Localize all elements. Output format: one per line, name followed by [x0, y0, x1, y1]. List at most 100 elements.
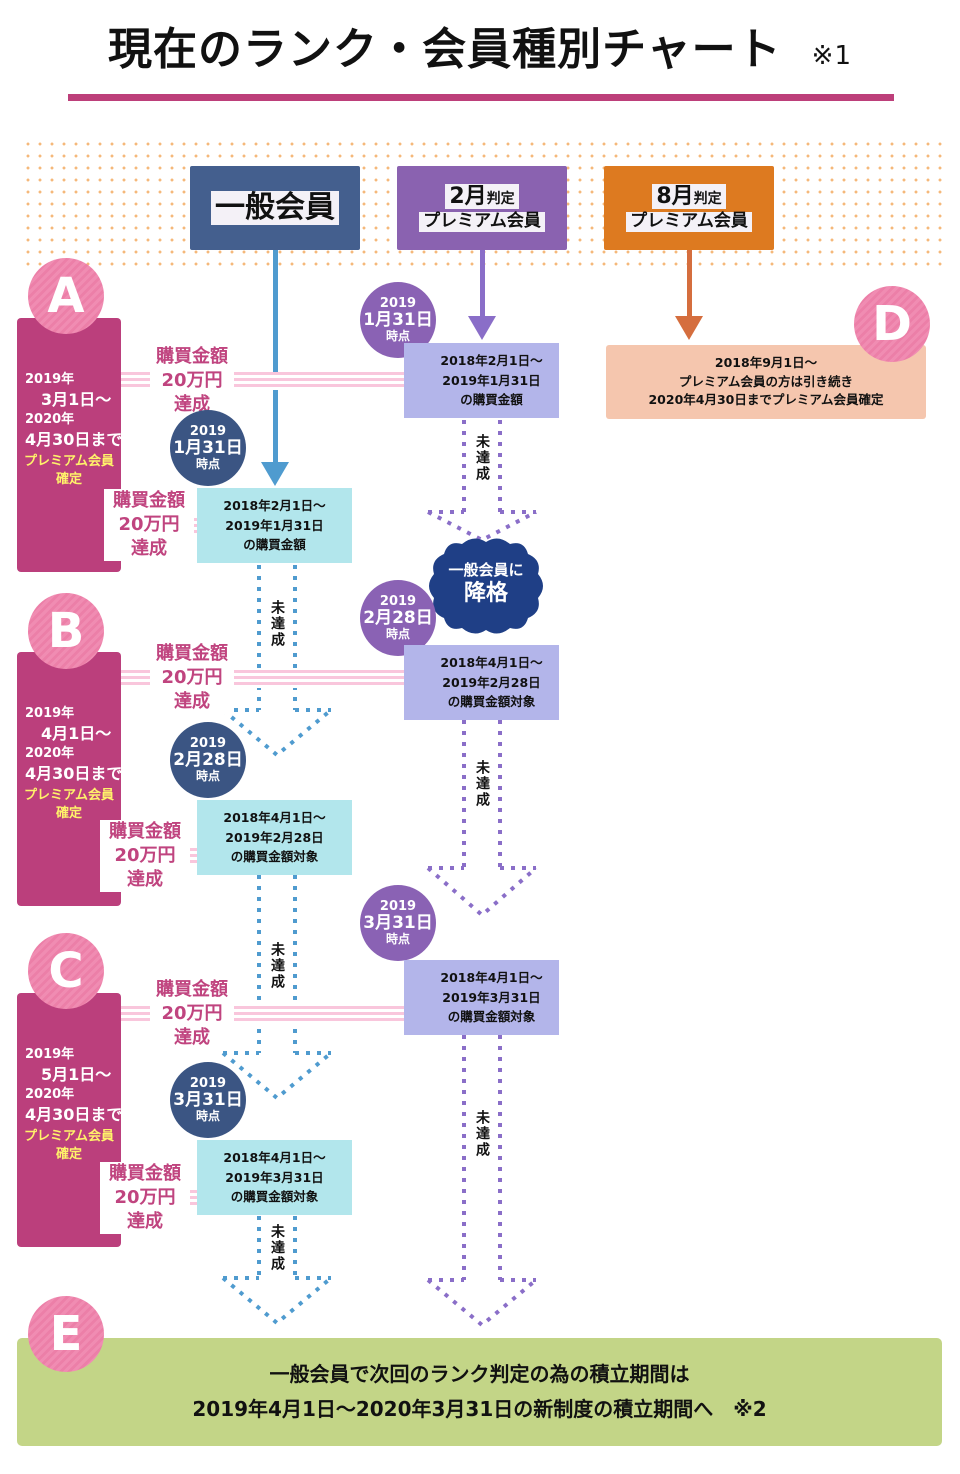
period-line: 2019年2月28日 — [442, 674, 541, 690]
not-achieved-text: 未達成 — [269, 1222, 285, 1274]
demote-badge: 一般会員に 降格 — [426, 540, 546, 630]
premium-feb-line — [480, 250, 485, 318]
section-b-status2: 確定 — [55, 806, 82, 821]
achieved-line2: 20万円 — [118, 514, 180, 535]
header-aug-premium: 8月判定 プレミアム会員 — [604, 166, 774, 250]
demote-badge-shape — [429, 538, 543, 634]
header-feb-month: 2月 — [449, 184, 487, 210]
period-line: 2019年1月31日 — [225, 517, 324, 533]
achieved-line2: 20万円 — [161, 370, 223, 391]
section-c-date2: 4月30日まで — [25, 1105, 123, 1124]
title-divider — [68, 94, 894, 101]
section-a-result-box: 2019年 3月1日～ 2020年 4月30日まで プレミアム会員 確定 — [17, 318, 122, 572]
header-feb-sub: プレミアム会員 — [419, 212, 545, 232]
title-note: ※1 — [811, 41, 852, 71]
period-line: 2019年3月31日 — [225, 1169, 324, 1185]
e-line2: 2019年4月1日～2020年3月31日の新制度の積立期間へ ※2 — [192, 1397, 767, 1421]
section-c-status1: プレミアム会員 — [23, 1129, 115, 1144]
period-line: の購買金額 — [243, 537, 306, 553]
period-line: 2019年2月28日 — [225, 829, 324, 845]
premium-aug-arrowhead-icon — [675, 316, 703, 340]
period-line: の購買金額対象 — [447, 694, 536, 710]
not-achieved-text: 未達成 — [474, 432, 490, 484]
section-b-badge: B — [28, 593, 104, 669]
section-d-badge: D — [854, 286, 930, 362]
demote-line2: 降格 — [463, 581, 508, 607]
period-line: 2019年1月31日 — [442, 372, 541, 388]
section-c-premium-period: 2018年4月1日～2019年3月31日の購買金額対象 — [404, 960, 559, 1035]
dotted-arrow-purple-3 — [426, 1035, 538, 1328]
title-text: 現在のランク・会員種別チャート — [107, 24, 782, 75]
section-d-notice: 2018年9月1日～ プレミアム会員の方は引き続き 2020年4月30日までプレ… — [606, 345, 926, 419]
achieved-line1: 購買金額 — [109, 1163, 181, 1184]
period-line: の購買金額対象 — [447, 1009, 536, 1025]
section-a-badge: A — [28, 258, 104, 334]
d-line: 2018年9月1日～ — [714, 354, 818, 370]
achieved-line1: 購買金額 — [156, 979, 228, 1000]
period-line: 2018年4月1日～ — [440, 655, 543, 671]
period-line: 2019年3月31日 — [442, 989, 541, 1005]
bubble-point: 時点 — [385, 626, 410, 641]
header-aug-suffix: 判定 — [693, 191, 722, 208]
dotted-arrow-blue-2 — [221, 875, 333, 1101]
period-line: 2018年4月1日～ — [223, 1150, 326, 1166]
not-achieved-text: 未達成 — [269, 598, 285, 650]
section-a-year1: 2019年 — [25, 372, 75, 387]
achieved-line1: 購買金額 — [156, 643, 228, 664]
header-feb-premium: 2月判定 プレミアム会員 — [397, 166, 567, 250]
section-c-status2: 確定 — [55, 1147, 82, 1162]
achieved-line3: 達成 — [174, 691, 210, 712]
section-a-status1: プレミアム会員 — [23, 454, 115, 469]
section-e-summary: 一般会員で次回のランク判定の為の積立期間は 2019年4月1日～2020年3月3… — [17, 1338, 942, 1446]
section-c-date1: 5月1日～ — [41, 1065, 112, 1084]
header-general-member: 一般会員 — [190, 166, 360, 250]
achieved-line3: 達成 — [127, 869, 163, 890]
header-aug-sub: プレミアム会員 — [626, 212, 752, 232]
section-c-year2: 2020年 — [25, 1087, 75, 1102]
bubble-date: 1月31日 — [173, 438, 243, 459]
dotted-arrow-purple-1 — [427, 420, 537, 543]
period-line: 2018年2月1日～ — [440, 353, 543, 369]
bubble-year: 2019 — [189, 735, 227, 751]
section-a-premium-period: 2018年2月1日～2019年1月31日の購買金額 — [404, 343, 559, 418]
bubble-point: 時点 — [385, 328, 410, 343]
bubble-year: 2019 — [189, 423, 227, 439]
bubble-date: 3月31日 — [363, 913, 433, 934]
premium-feb-arrowhead-icon — [468, 316, 496, 340]
section-c-badge: C — [28, 933, 104, 1009]
section-c-general-period: 2018年4月1日～2019年3月31日の購買金額対象 — [197, 1140, 352, 1215]
achieved-line2: 20万円 — [114, 845, 176, 866]
section-b-general-achieved-label: 購買金額 20万円達成 — [100, 820, 190, 892]
period-line: の購買金額対象 — [230, 849, 319, 865]
section-b-status1: プレミアム会員 — [23, 788, 115, 803]
section-a-date1: 3月1日～ — [41, 390, 112, 409]
bubble-year: 2019 — [379, 593, 417, 609]
section-b-general-period: 2018年4月1日～ 2019年2月28日の購買金額対象 — [197, 800, 352, 875]
achieved-line1: 購買金額 — [109, 821, 181, 842]
general-arrowhead-icon — [261, 462, 289, 486]
period-line: 2018年2月1日～ — [223, 498, 326, 514]
bubble-date: 2月28日 — [173, 750, 243, 771]
d-line: プレミアム会員の方は引き続き — [678, 373, 854, 389]
period-line: 2018年4月1日～ — [223, 810, 326, 826]
section-b-year1: 2019年 — [25, 706, 75, 721]
header-feb-title: 2月判定 — [445, 184, 519, 210]
d-line: 2020年4月30日までプレミアム会員確定 — [648, 392, 884, 408]
header-aug-title: 8月判定 — [652, 184, 726, 210]
bubble-year: 2019 — [379, 898, 417, 914]
dotted-arrow-purple-2 — [426, 720, 538, 918]
bubble-point: 時点 — [195, 456, 220, 471]
premium-aug-line — [687, 250, 692, 318]
achieved-line2: 20万円 — [161, 1003, 223, 1024]
bubble-date: 1月31日 — [363, 310, 433, 331]
